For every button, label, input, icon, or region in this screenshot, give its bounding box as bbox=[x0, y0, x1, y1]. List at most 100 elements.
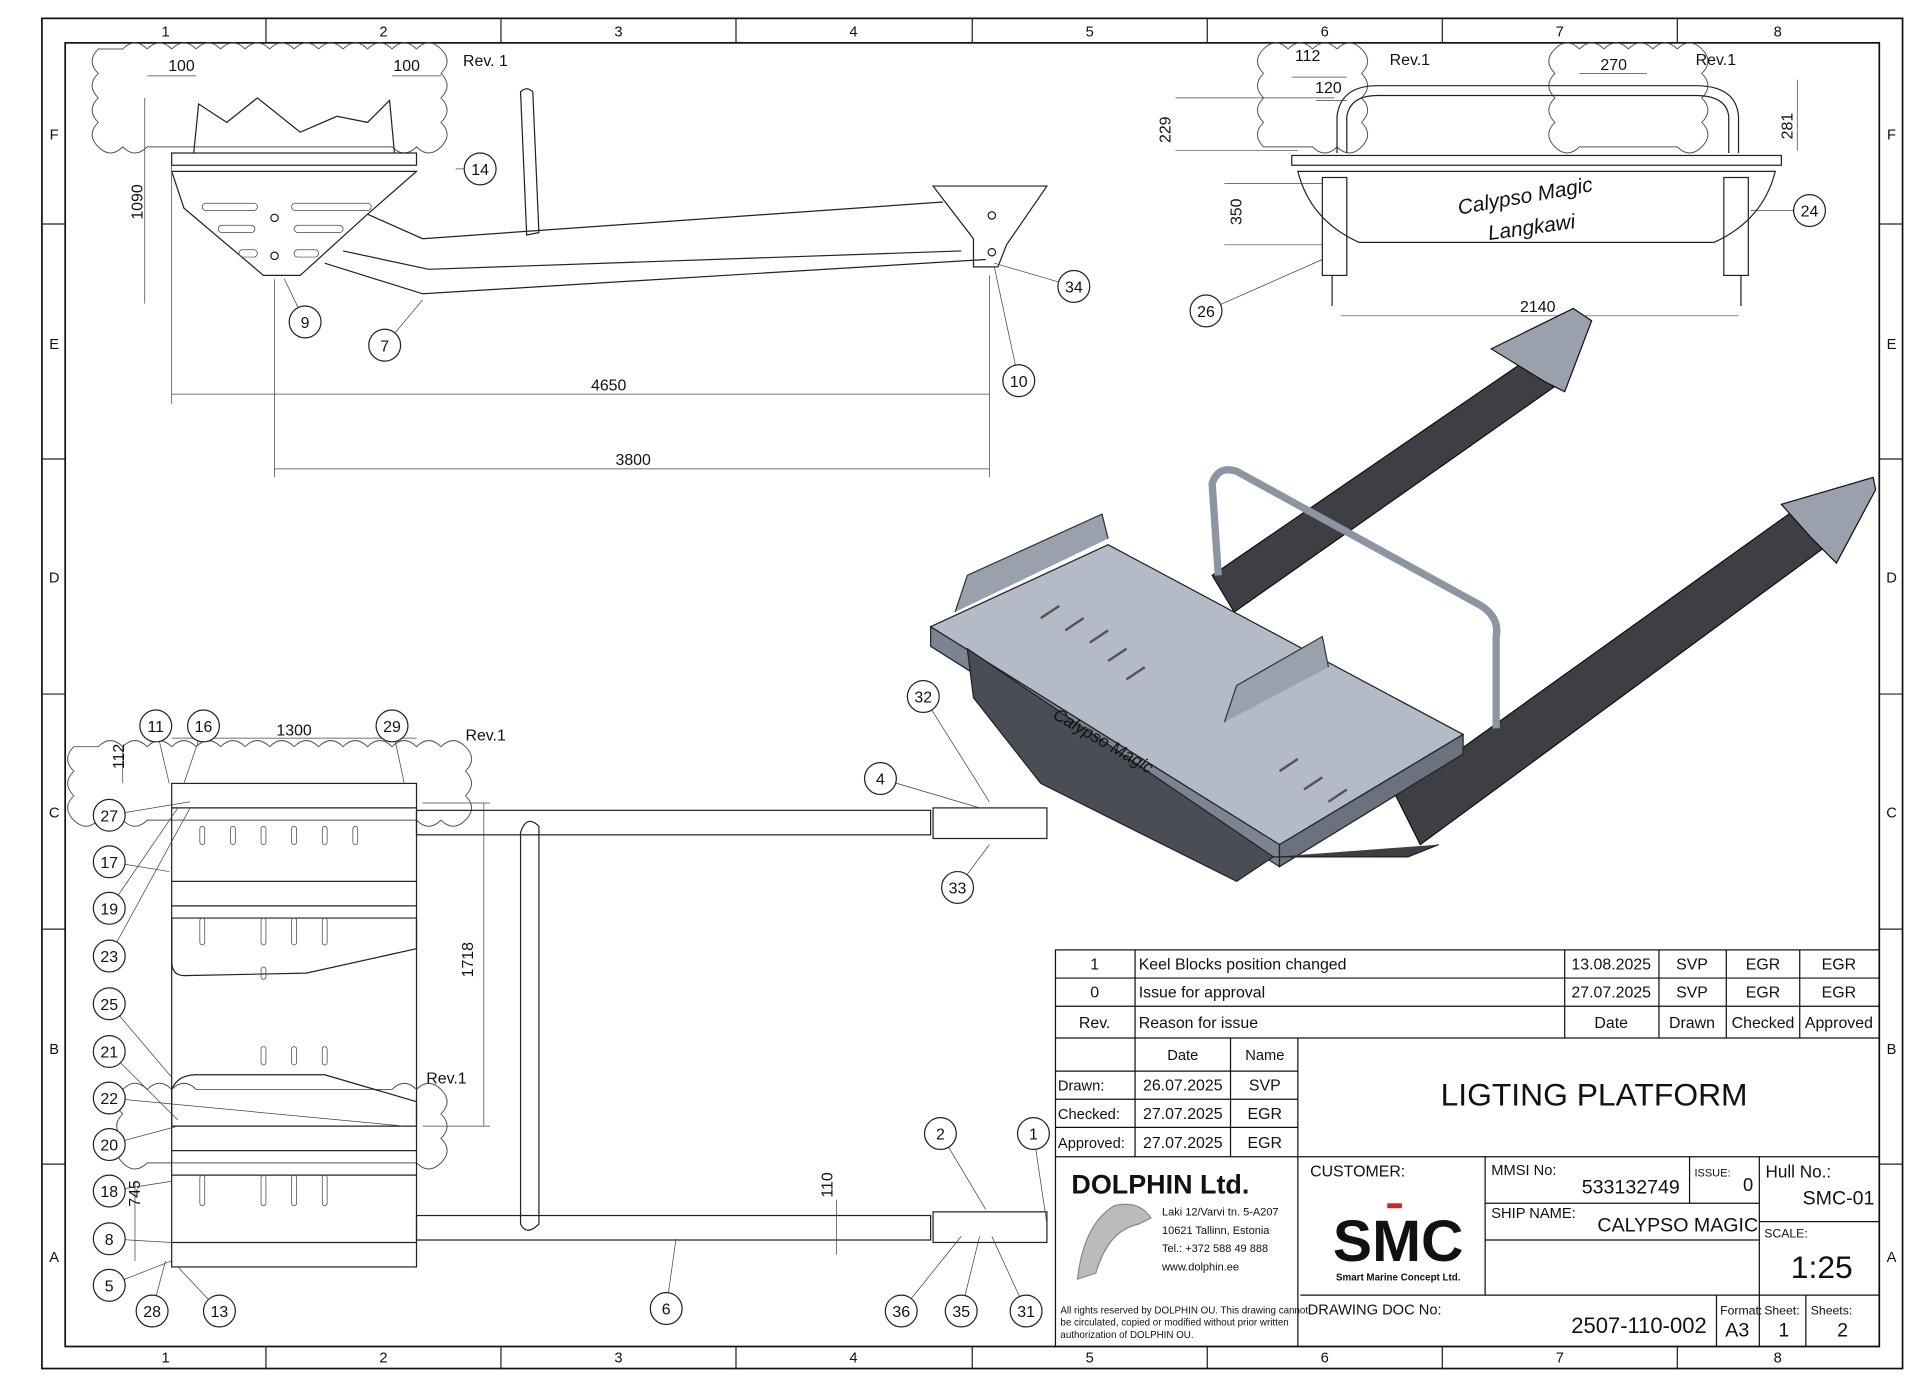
balloon-circle bbox=[1189, 294, 1223, 328]
dimension-value: 229 bbox=[1158, 116, 1175, 143]
balloon-number: 18 bbox=[100, 1184, 118, 1201]
balloon-callout: 7 bbox=[368, 299, 423, 362]
balloon-callout: 25 bbox=[92, 987, 172, 1078]
rights-notice-line: authorization of DOLPHIN OU. bbox=[1060, 1330, 1193, 1341]
format-label: Format: bbox=[1720, 1304, 1762, 1318]
balloon-circle bbox=[884, 1294, 918, 1328]
leader-line bbox=[108, 807, 191, 957]
balloon-number: 27 bbox=[100, 808, 118, 825]
balloon-circle bbox=[1016, 1116, 1050, 1151]
balloon-number: 36 bbox=[892, 1304, 910, 1321]
balloon-number: 4 bbox=[876, 772, 885, 789]
leader-line bbox=[1205, 259, 1323, 312]
balloon-circle bbox=[288, 305, 322, 339]
company-address-line: Tel.: +372 588 49 888 bbox=[1162, 1243, 1268, 1255]
revision-cloud-label: Rev. 1 bbox=[463, 53, 508, 70]
signoff-name: SVP bbox=[1249, 1078, 1281, 1095]
balloon-number: 17 bbox=[100, 855, 118, 872]
slot bbox=[199, 825, 206, 845]
scale-value: 1:25 bbox=[1791, 1249, 1853, 1285]
dolphin-logo-icon bbox=[1076, 1203, 1152, 1281]
balloon-circle bbox=[906, 679, 940, 714]
balloon-circle bbox=[1792, 194, 1827, 228]
balloon-callout: 21 bbox=[92, 1034, 179, 1121]
rights-notice-line: All rights reserved by DOLPHIN OU. This … bbox=[1060, 1305, 1308, 1316]
balloon-callout: 9 bbox=[283, 278, 322, 339]
zone-column-label: 5 bbox=[1086, 1350, 1094, 1366]
slot bbox=[260, 1046, 267, 1066]
balloon-circle bbox=[92, 1128, 126, 1162]
signoff-name: EGR bbox=[1248, 1135, 1282, 1152]
balloon-number: 24 bbox=[1801, 204, 1819, 221]
dimension-value: 1300 bbox=[276, 723, 312, 740]
balloon-number: 8 bbox=[105, 1232, 114, 1249]
balloon-callout: 35 bbox=[944, 1236, 980, 1328]
balloon-circle bbox=[1002, 364, 1036, 398]
signoff-name: EGR bbox=[1248, 1106, 1282, 1123]
dimension-value: 2140 bbox=[1520, 299, 1556, 316]
revision-cloud-label: Rev.1 bbox=[426, 1070, 467, 1087]
balloon-callout: 36 bbox=[884, 1236, 962, 1328]
zone-row-label: F bbox=[1887, 128, 1896, 144]
balloon-circle bbox=[92, 1268, 126, 1302]
sheets-value: 2 bbox=[1837, 1320, 1848, 1342]
revision-header-rev: Rev. bbox=[1079, 1015, 1111, 1032]
plan-view bbox=[67, 737, 1048, 1268]
revision-header-approved: Approved bbox=[1805, 1015, 1873, 1032]
drawing-doc-label: DRAWING DOC No: bbox=[1308, 1303, 1442, 1319]
revision-header-drawn: Drawn bbox=[1669, 1015, 1715, 1032]
slot bbox=[291, 1174, 297, 1207]
side-view bbox=[91, 42, 1049, 478]
balloon-number: 23 bbox=[100, 949, 118, 966]
dimension-value: 281 bbox=[1779, 113, 1796, 140]
slot bbox=[291, 825, 297, 845]
signoff-label: Checked: bbox=[1058, 1107, 1120, 1123]
revision-header-checked: Checked bbox=[1732, 1015, 1795, 1032]
revision-cloud-label: Rev.1 bbox=[465, 728, 506, 745]
balloon-callout: 34 bbox=[994, 262, 1091, 303]
dimension-value: 1090 bbox=[129, 184, 146, 220]
hull-label: Hull No.: bbox=[1765, 1162, 1831, 1182]
zone-row-label: A bbox=[1887, 1250, 1897, 1266]
balloon-circle bbox=[186, 709, 221, 743]
slot bbox=[260, 917, 267, 946]
balloon-circle bbox=[92, 845, 126, 879]
balloon-number: 33 bbox=[949, 881, 967, 898]
balloon-circle bbox=[92, 1174, 126, 1208]
revision-rev: 1 bbox=[1090, 956, 1099, 973]
revision-cloud-label: Rev.1 bbox=[1390, 52, 1431, 69]
balloon-number: 22 bbox=[100, 1091, 118, 1108]
balloon-callout: 24 bbox=[1750, 194, 1827, 228]
revision-checked: EGR bbox=[1746, 985, 1780, 1002]
zone-row-label: E bbox=[49, 337, 59, 353]
balloon-number: 20 bbox=[100, 1138, 118, 1155]
balloon-callout: 10 bbox=[993, 266, 1036, 398]
slot bbox=[260, 966, 267, 980]
dimension-value: 350 bbox=[1229, 198, 1246, 225]
balloon-circle bbox=[863, 761, 897, 796]
balloon-number: 19 bbox=[100, 901, 118, 918]
balloon-number: 16 bbox=[195, 719, 213, 736]
balloon-circle bbox=[92, 1222, 126, 1256]
zone-row-label: D bbox=[49, 571, 60, 587]
balloon-callout: 2 bbox=[923, 1116, 987, 1210]
zone-column-label: 1 bbox=[161, 25, 169, 41]
zone-row-label: E bbox=[1887, 337, 1897, 353]
revision-rev: 0 bbox=[1090, 985, 1099, 1002]
balloon-circle bbox=[1009, 1294, 1043, 1328]
format-value: A3 bbox=[1725, 1320, 1749, 1342]
zone-column-label: 8 bbox=[1774, 25, 1782, 41]
balloon-number: 10 bbox=[1010, 374, 1028, 391]
balloon-callout: 5 bbox=[92, 1260, 172, 1302]
slot bbox=[199, 1174, 206, 1207]
slot bbox=[230, 825, 236, 845]
dimension-value: 1718 bbox=[460, 942, 477, 978]
dimension-value: 112 bbox=[1295, 48, 1321, 65]
revision-approved: EGR bbox=[1822, 985, 1856, 1002]
mmsi-label: MMSI No: bbox=[1491, 1163, 1556, 1179]
zone-row-label: A bbox=[49, 1250, 59, 1266]
balloon-circle bbox=[1057, 269, 1091, 303]
balloon-number: 21 bbox=[100, 1045, 118, 1062]
